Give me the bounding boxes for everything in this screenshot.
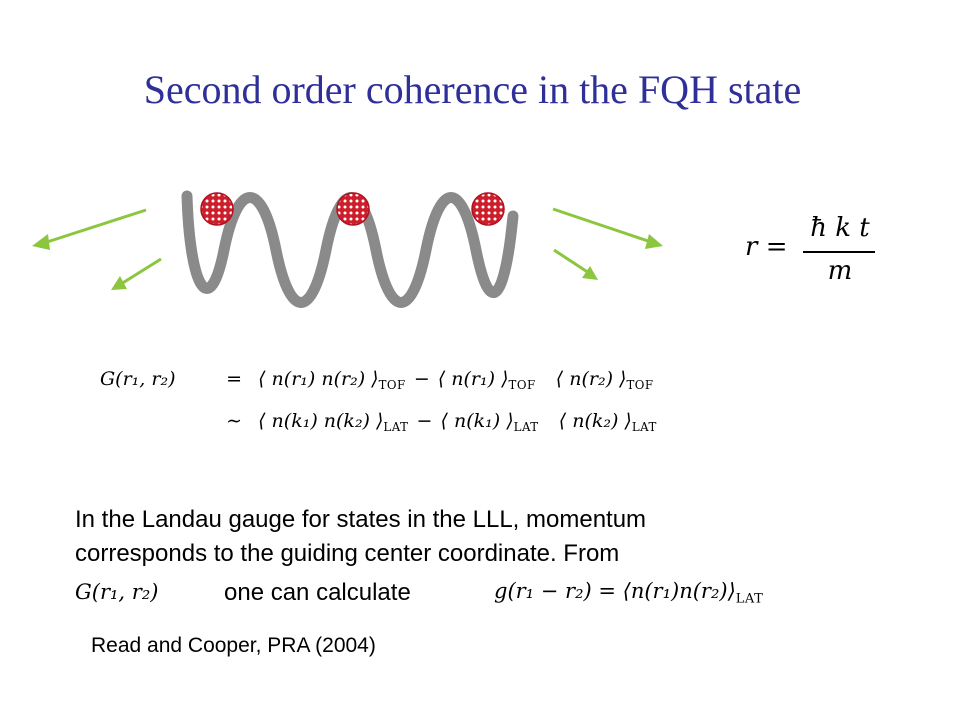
- inline-correlation-formula: g(r₁ − r₂) = ⟨n(r₁)n(r₂)⟩LAT: [494, 579, 763, 607]
- minus-sign: −: [416, 410, 433, 432]
- arrow-left-lower: [111, 257, 162, 290]
- body-line-2: corresponds to the guiding center coordi…: [75, 540, 620, 567]
- lat-subscript: LAT: [383, 420, 409, 435]
- tof-subscript: TOF: [508, 378, 536, 393]
- g-lhs: G(r₁, r₂): [100, 368, 176, 390]
- lat-subscript: LAT: [631, 420, 657, 435]
- minus-sign: −: [413, 368, 430, 390]
- radius-formula-denominator: m: [827, 256, 853, 286]
- arrow-right-lower: [553, 248, 598, 280]
- inline-g-formula: G(r₁, r₂): [75, 580, 159, 604]
- equals-sign: =: [226, 368, 242, 390]
- radius-formula-numerator: ħ k t: [810, 213, 870, 243]
- term-joint-lat: ⟨ n(k₁) n(k₂) ⟩: [258, 410, 384, 432]
- tof-subscript: TOF: [378, 378, 406, 393]
- term-n1-tof: ⟨ n(r₁) ⟩: [437, 368, 509, 390]
- term-joint-tof: ⟨ n(r₁) n(r₂) ⟩: [258, 368, 379, 390]
- term-n2-tof: ⟨ n(r₂) ⟩: [555, 368, 627, 390]
- term-k1-lat: ⟨ n(k₁) ⟩: [440, 410, 514, 432]
- correlation-expression: g(r₁ − r₂) = ⟨n(r₁)n(r₂)⟩: [494, 579, 736, 603]
- fraction-bar: [803, 251, 875, 253]
- atom-3: [471, 192, 505, 226]
- arrow-right-upper: [552, 207, 663, 249]
- arrow-left-upper: [32, 208, 147, 250]
- tof-subscript: TOF: [626, 378, 654, 393]
- lat-subscript: LAT: [735, 591, 764, 607]
- term-k2-lat: ⟨ n(k₂) ⟩: [558, 410, 632, 432]
- radius-formula-lhs: r =: [745, 232, 788, 262]
- equation-line-1: G(r₁, r₂) = ⟨ n(r₁) n(r₂) ⟩TOF − ⟨ n(r₁)…: [100, 368, 654, 392]
- lat-subscript: LAT: [513, 420, 539, 435]
- similar-sign: ∼: [226, 410, 242, 432]
- body-line-3-text: one can calculate: [224, 579, 411, 606]
- radius-formula: r = ħ k t m: [745, 210, 885, 290]
- atom-1: [200, 192, 234, 226]
- atom-2: [336, 192, 370, 226]
- equation-line-2: ∼ ⟨ n(k₁) n(k₂) ⟩LAT − ⟨ n(k₁) ⟩LAT ⟨ n(…: [100, 410, 657, 434]
- reference-citation: Read and Cooper, PRA (2004): [91, 634, 376, 657]
- body-paragraph: In the Landau gauge for states in the LL…: [75, 503, 875, 571]
- slide-title: Second order coherence in the FQH state: [143, 67, 802, 112]
- body-line-1: In the Landau gauge for states in the LL…: [75, 506, 647, 533]
